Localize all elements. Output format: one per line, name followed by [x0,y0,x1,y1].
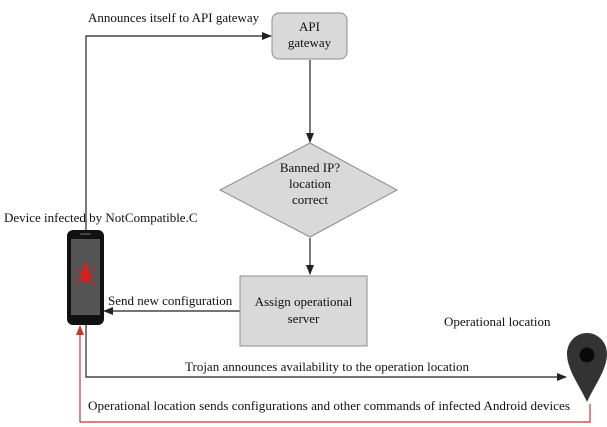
label-trojan-announces: Trojan announces availability to the ope… [185,359,470,374]
edge-location-to-device [76,325,591,423]
decision-line1: Banned IP? [280,160,341,175]
label-op-location-sends: Operational location sends configuration… [88,398,570,413]
edge-device-to-gateway [85,32,272,232]
api-gateway-line1: API [299,19,320,34]
assign-server-line2: server [288,311,320,326]
edge-device-to-location [85,324,567,381]
label-operational-location: Operational location [444,314,551,329]
android-phone-icon [67,230,104,325]
map-pin-icon [567,333,607,402]
api-gateway-node: API gateway [271,12,348,60]
assign-server-line1: Assign operational [255,294,353,309]
bug-icon [75,262,96,286]
label-announces-gateway: Announces itself to API gateway [88,10,260,25]
label-device-infected: Device infected by NotCompatible.C [4,210,198,225]
decision-node: Banned IP? location correct [218,142,399,238]
decision-line3: correct [292,192,328,207]
label-send-config: Send new configuration [108,293,233,308]
decision-line2: location [289,176,331,191]
api-gateway-line2: gateway [288,35,332,50]
assign-server-node: Assign operational server [239,275,368,347]
